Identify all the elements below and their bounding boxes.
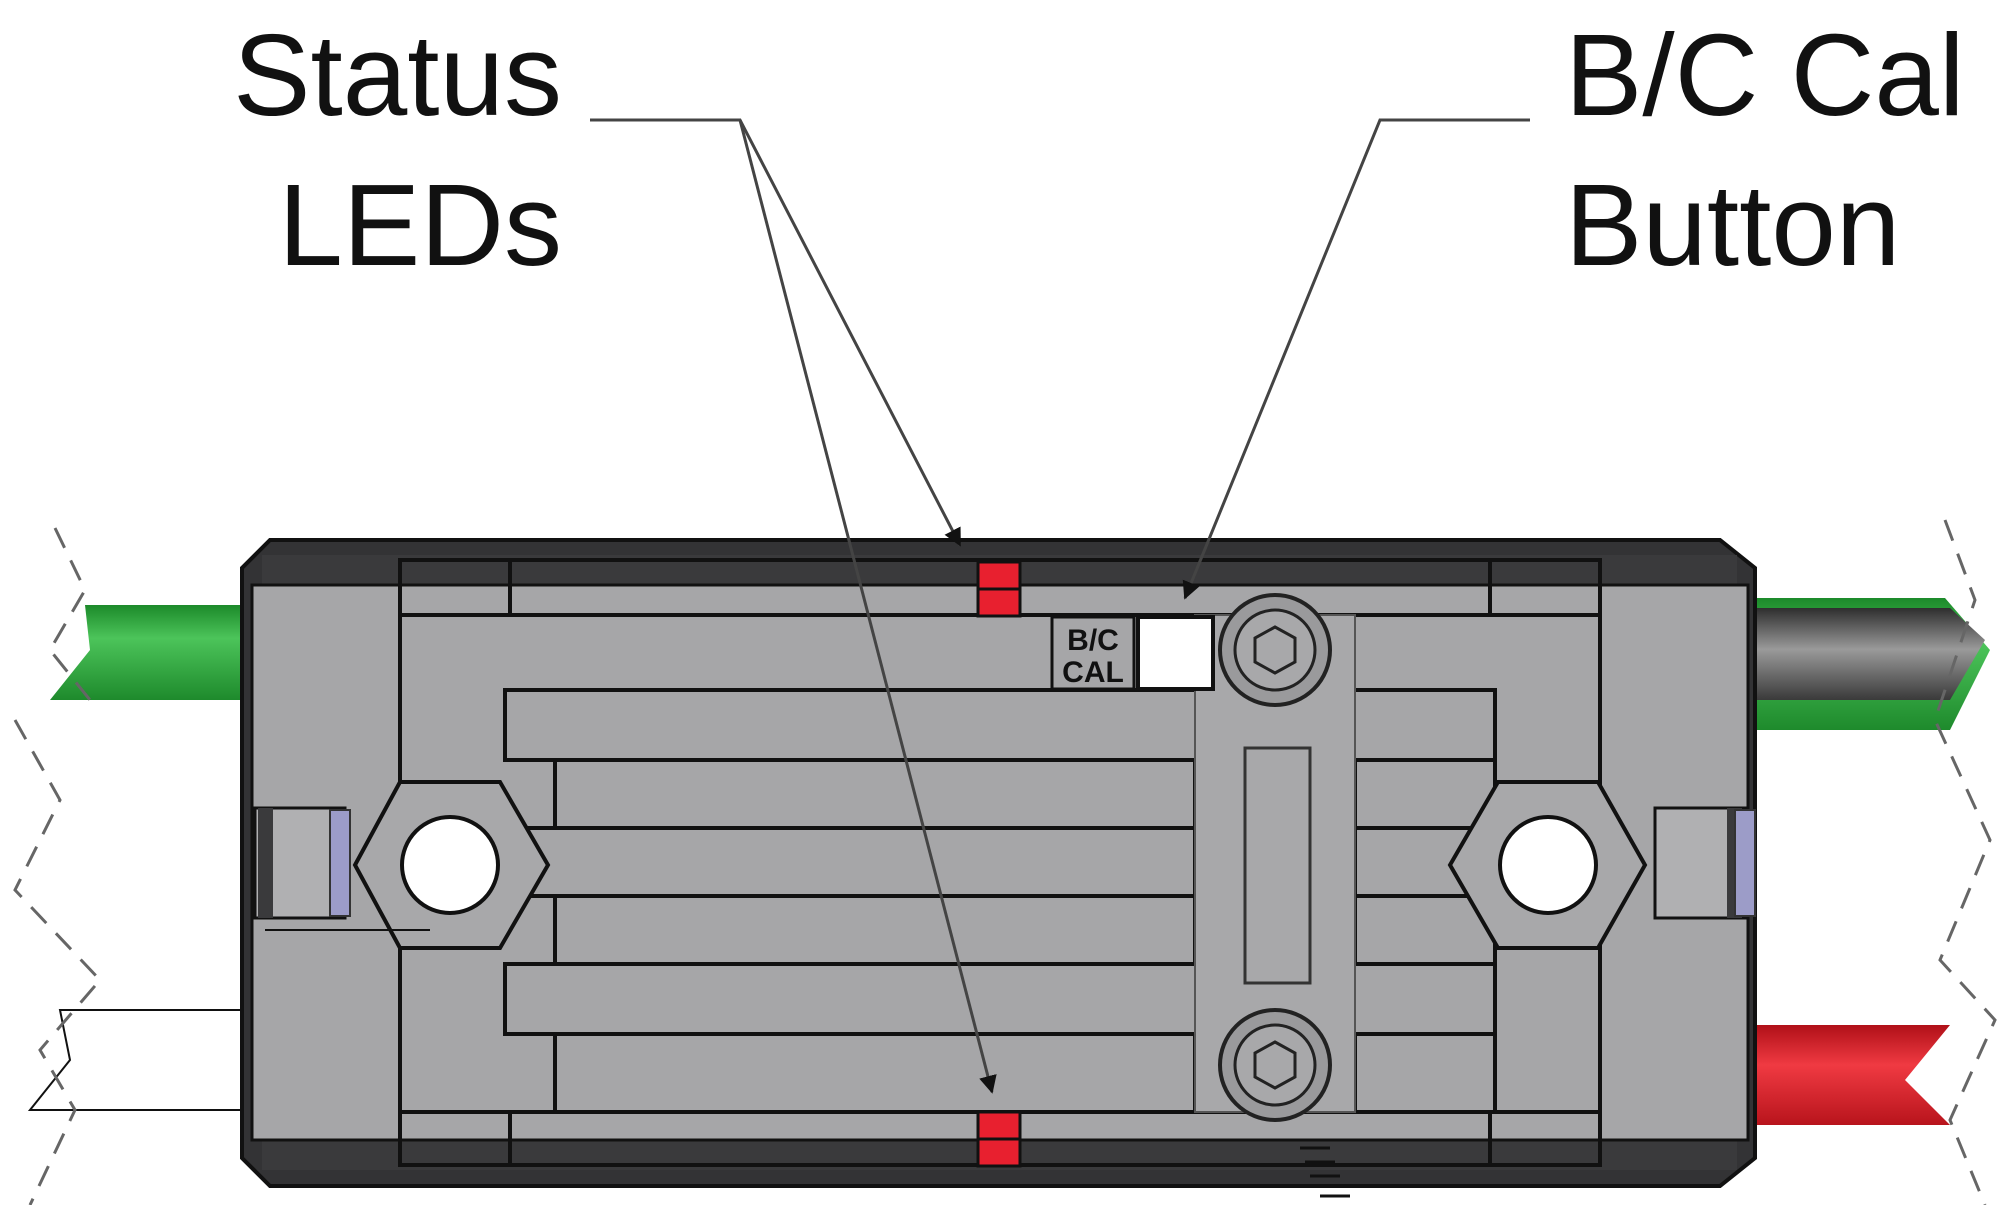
strap-slot [1243, 746, 1312, 985]
bc-cal-button-callout: B/C Cal Button [1565, 0, 1965, 300]
leader-lines [590, 118, 1530, 1094]
top-screw [1218, 593, 1332, 707]
status-led-bottom [976, 1110, 1022, 1168]
right-wires [1755, 519, 1997, 1206]
status-leds-callout: Status LEDs [233, 0, 562, 300]
wire-break-line-right [1933, 519, 1997, 1206]
white-wire-left [27, 1009, 246, 1111]
left-bolt-hole [400, 815, 500, 915]
right-terminal [1447, 780, 1756, 950]
bc-callout-line1: B/C Cal [1565, 10, 1965, 140]
black-wire-right [1755, 608, 1985, 700]
dash-marks [1300, 1146, 1350, 1198]
fin [553, 758, 1197, 830]
fin [553, 894, 1197, 966]
bc-cal-leader [1182, 118, 1530, 600]
status-callout-line2: LEDs [278, 160, 562, 290]
status-callout-line1: Status [233, 10, 562, 140]
right-bolt-hole [1498, 815, 1598, 915]
left-wires [13, 527, 246, 1206]
status-led-top [976, 560, 1022, 618]
status-leader-top [590, 118, 962, 547]
fin [553, 1032, 1197, 1114]
bc-cal-marking-box [1050, 615, 1136, 691]
green-wire-left [50, 605, 245, 700]
left-gasket [329, 809, 351, 917]
right-gasket [1734, 809, 1756, 917]
status-leader-bottom [738, 119, 997, 1094]
bc-cal-marking-bottom: CAL [1062, 656, 1124, 689]
fin [1353, 1032, 1497, 1114]
fin [503, 826, 1197, 898]
fin [1353, 758, 1497, 830]
bc-cal-button[interactable] [1136, 615, 1215, 691]
bottom-screw [1218, 1008, 1332, 1122]
left-terminal [253, 780, 551, 950]
red-wire-right [1755, 1025, 1950, 1125]
bc-cal-button-area: B/C CAL [1050, 615, 1215, 691]
wire-break-line-left-bottom [13, 719, 103, 1206]
bc-cal-marking-top: B/C [1067, 624, 1119, 657]
bc-callout-line2: Button [1565, 160, 1901, 290]
housing: B/C CAL [240, 538, 1757, 1198]
